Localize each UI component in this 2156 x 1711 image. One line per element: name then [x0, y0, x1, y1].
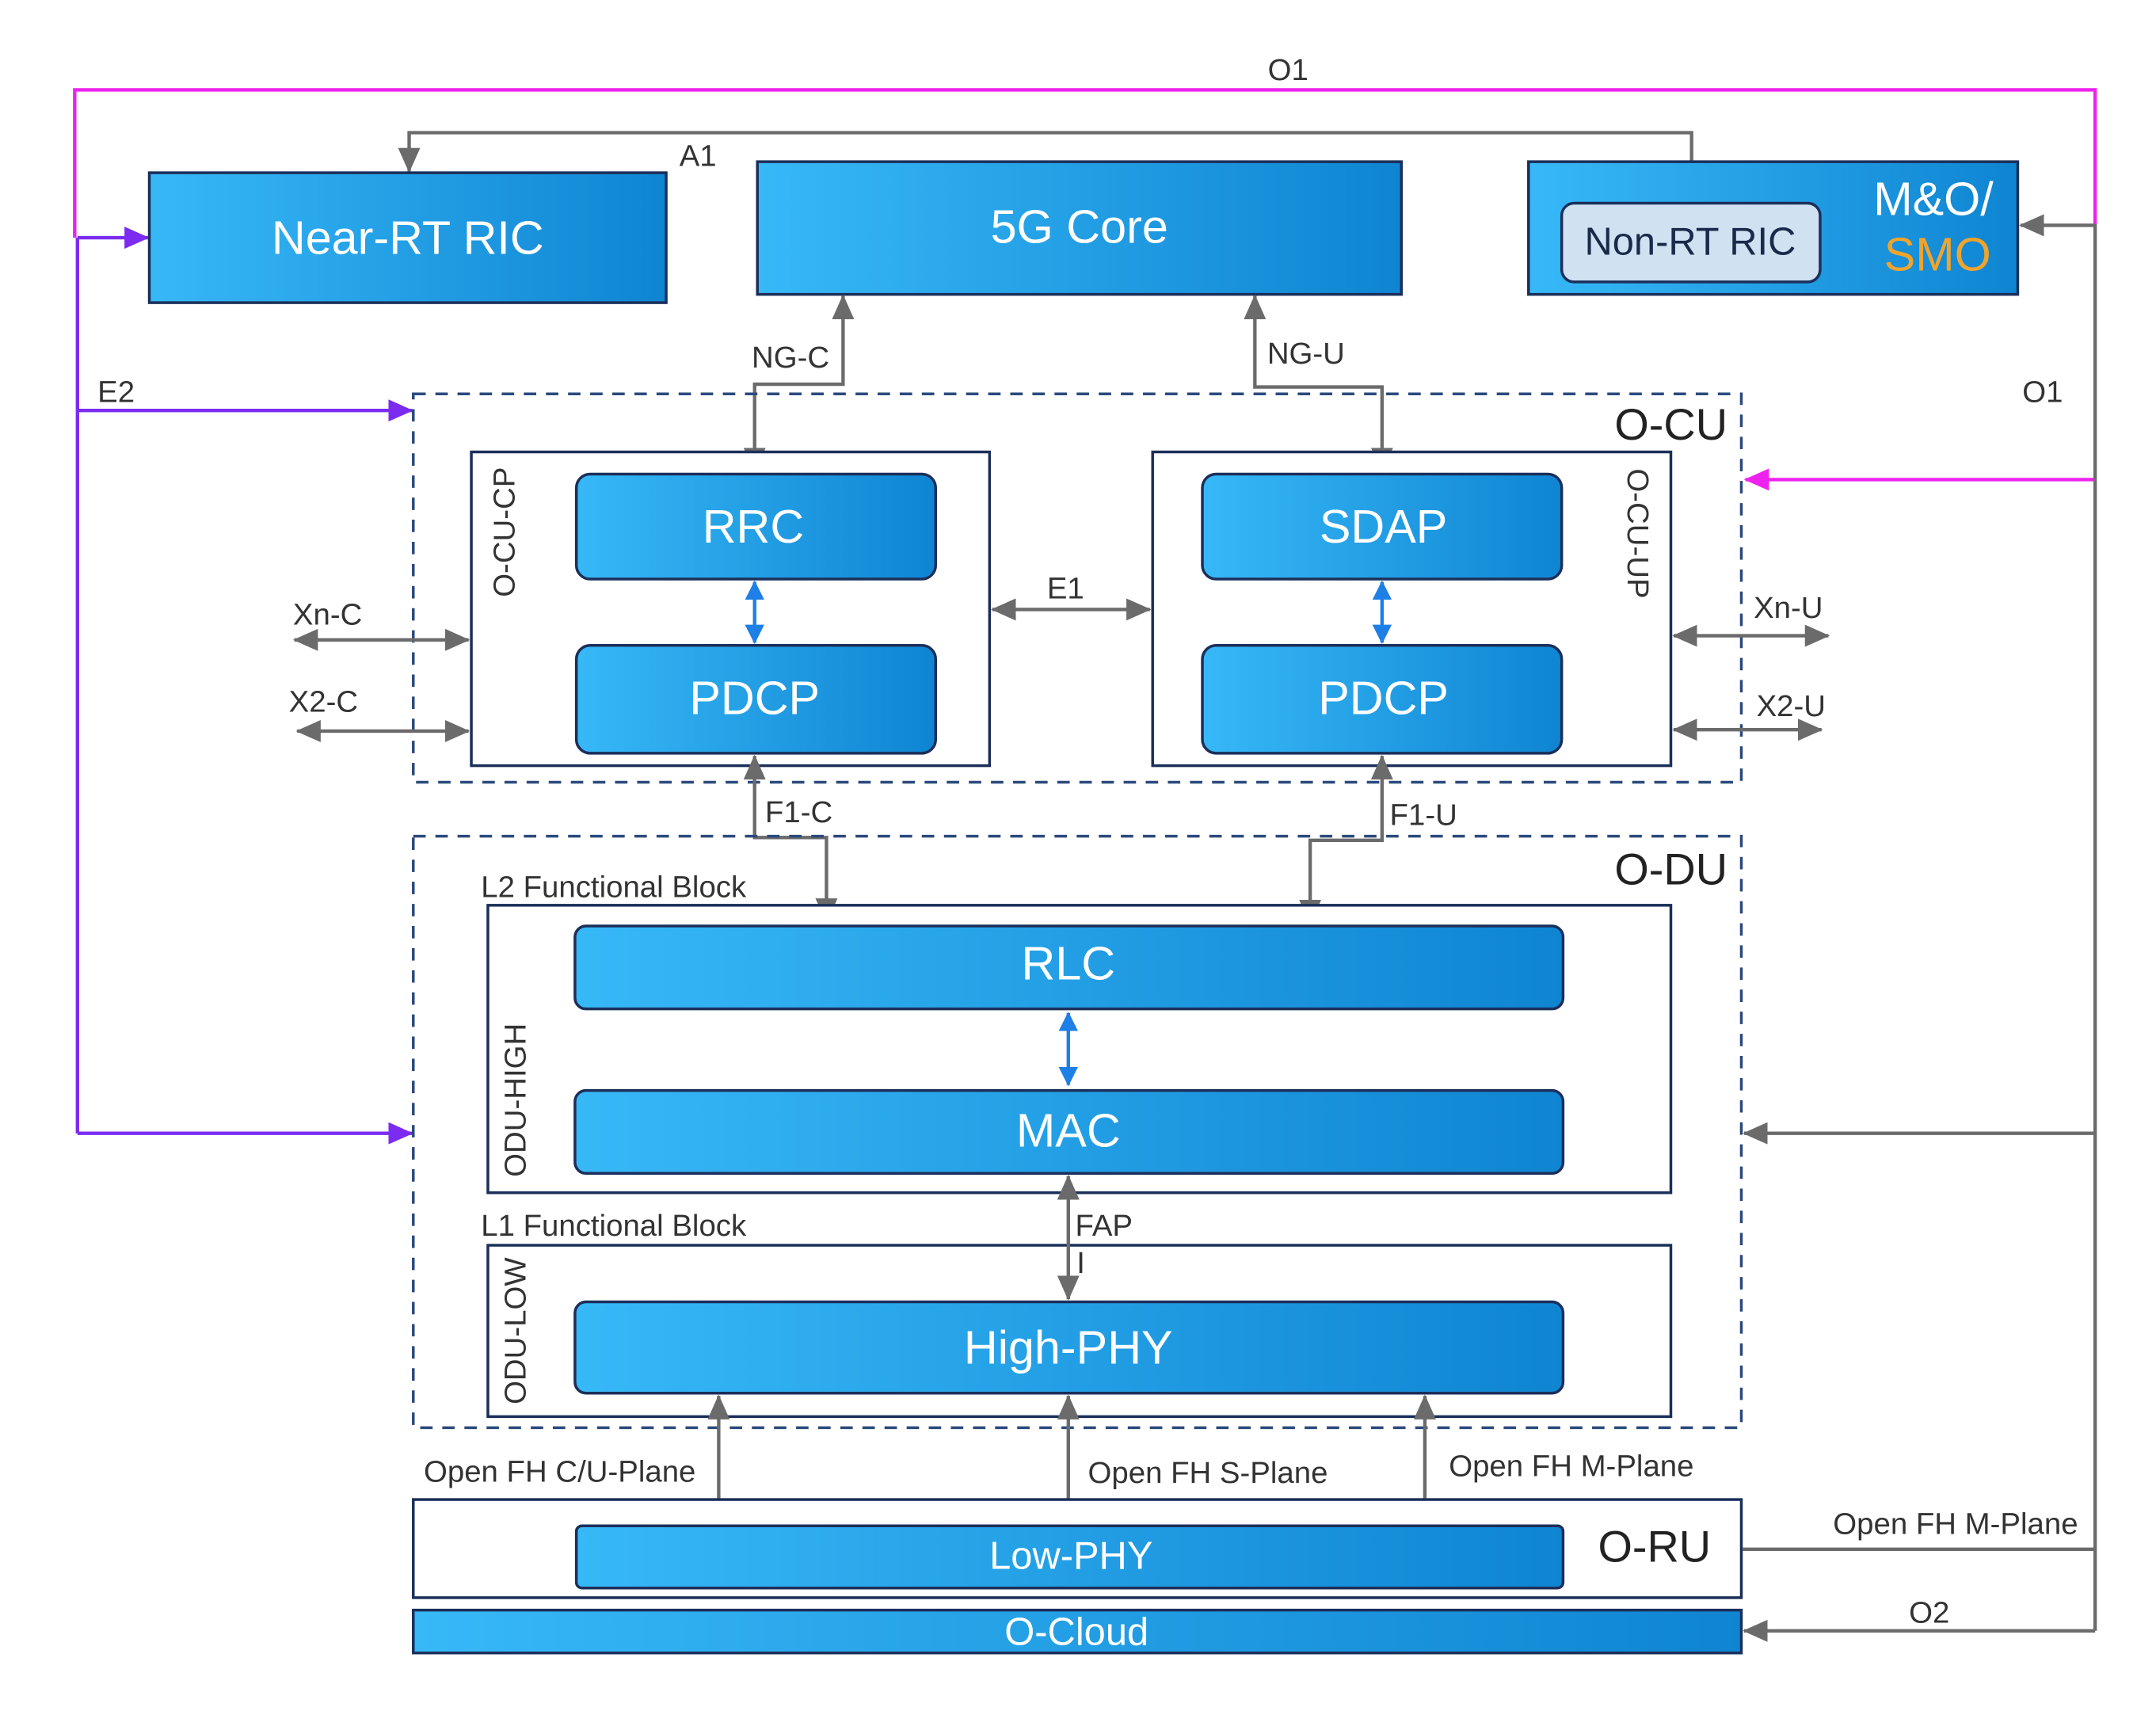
x2-u-label: X2-U — [1757, 689, 1826, 723]
low-phy-box — [574, 1524, 1565, 1590]
ng-u-label: NG-U — [1267, 337, 1345, 371]
mo-title: M&O/ — [1873, 173, 1994, 226]
ng-c-label: NG-C — [752, 341, 829, 375]
f1-u-label: F1-U — [1390, 798, 1457, 833]
open-fh-m-plane-label: Open FH M-Plane — [1449, 1449, 1693, 1483]
mac-title: MAC — [1016, 1104, 1121, 1157]
o-cloud-box — [412, 1608, 1743, 1655]
o-cloud-title: O-Cloud — [1004, 1611, 1148, 1654]
o-cu-boundary — [412, 392, 1743, 784]
o-du-boundary — [412, 834, 1743, 1430]
non-rt-ric-title: Non-RT RIC — [1584, 220, 1796, 263]
low-phy-title: Low-PHY — [989, 1535, 1152, 1578]
high-phy-title: High-PHY — [964, 1321, 1173, 1374]
o2-label: O2 — [1909, 1595, 1949, 1629]
odu-low-label: ODU-LOW — [498, 1257, 532, 1404]
o1-top-label: O1 — [1268, 53, 1308, 87]
o1-top-connector — [73, 88, 2097, 238]
o-cu-cp-label: O-CU-CP — [487, 467, 521, 597]
ng-c-connector — [743, 294, 855, 473]
x2-c-label: X2-C — [289, 685, 358, 719]
high-phy-box — [573, 1300, 1565, 1395]
5g-core-box — [756, 160, 1404, 296]
l2-functional-block-label: L2 Functional Block — [481, 870, 747, 904]
5g-core-title: 5G Core — [991, 200, 1168, 253]
rrc-title: RRC — [703, 500, 805, 553]
near-rt-ric-title: Near-RT RIC — [272, 211, 544, 265]
open-fh-m-plane-right-label: Open FH M-Plane — [1833, 1507, 2078, 1541]
odu-high-label: ODU-HIGH — [498, 1023, 532, 1177]
o-ru-title: O-RU — [1598, 1522, 1711, 1572]
o-cu-title: O-CU — [1614, 399, 1727, 449]
a1-label: A1 — [680, 139, 717, 173]
pdcp-up-title: PDCP — [1318, 672, 1449, 725]
sdap-title: SDAP — [1320, 500, 1448, 553]
pdcp-cp-title: PDCP — [689, 672, 820, 725]
f1-u-connector — [1299, 754, 1393, 925]
open-fh-s-plane-label: Open FH S-Plane — [1088, 1456, 1328, 1490]
open-fh-cu-plane-label: Open FH C/U-Plane — [424, 1454, 695, 1488]
sdap-box — [1201, 472, 1564, 581]
o-du-title: O-DU — [1614, 844, 1727, 894]
rrc-box — [574, 472, 938, 581]
rlc-box — [573, 924, 1565, 1011]
e2-label: E2 — [97, 375, 135, 410]
mac-box — [573, 1088, 1565, 1176]
fapi-label-line1: FAP — [1076, 1209, 1133, 1243]
pdcp-up-box — [1201, 644, 1564, 755]
non-rt-ric-box — [1560, 201, 1822, 284]
rlc-title: RLC — [1021, 937, 1115, 990]
ng-u-connector — [1244, 294, 1393, 473]
f1-c-label: F1-C — [765, 795, 832, 829]
xn-c-label: Xn-C — [293, 598, 362, 632]
o-cu-up-label: O-CU-UP — [1621, 468, 1655, 598]
xn-u-label: Xn-U — [1754, 591, 1823, 625]
o1-right-label: O1 — [2022, 375, 2063, 410]
smo-title: SMO — [1884, 228, 1991, 281]
l1-functional-block-label: L1 Functional Block — [481, 1209, 747, 1243]
fapi-label-line2: I — [1076, 1246, 1085, 1280]
e1-label: E1 — [1047, 571, 1084, 605]
near-rt-ric-box — [147, 171, 668, 304]
pdcp-cp-box — [574, 644, 938, 755]
